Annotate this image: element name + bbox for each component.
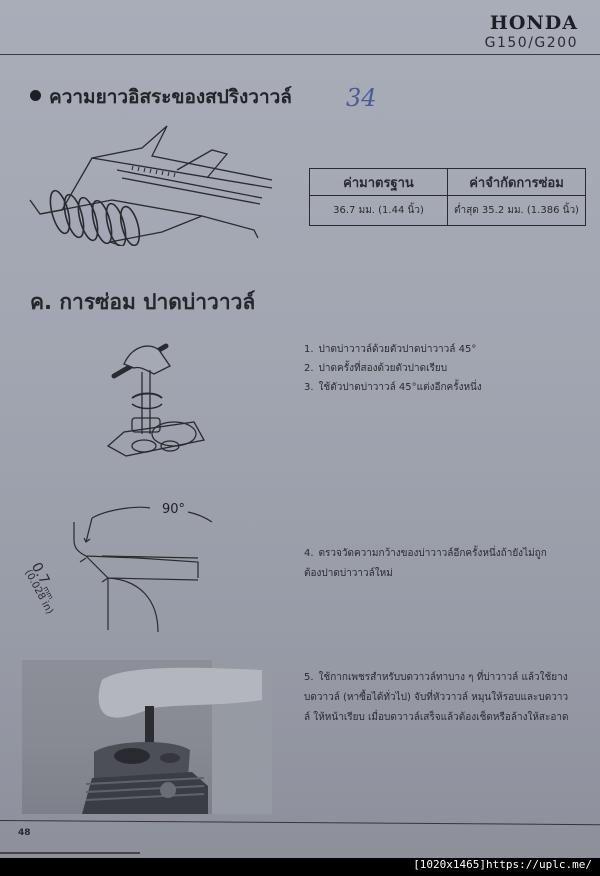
cell-standard-value: 36.7 มม. (1.44 นิ้ว) <box>309 195 448 226</box>
angle-label: 90° <box>162 502 186 517</box>
model-name: G150/G200 <box>484 35 578 51</box>
brand-name: HONDA <box>489 12 578 34</box>
header-service-limit: ค่าจำกัดการซ่อม <box>447 168 586 196</box>
step-4: 4.ตรวจวัดความกว้างของบ่าวาวล์อีกครั้งหนึ… <box>304 548 547 579</box>
spec-table: ค่ามาตรฐาน ค่าจำกัดการซ่อม 36.7 มม. (1.4… <box>309 168 586 226</box>
section-heading-spring-length: ความยาวอิสระของสปริงวาวล์ <box>30 82 292 112</box>
section1-title: ความยาวอิสระของสปริงวาวล์ <box>49 86 292 108</box>
watermark-text: [1020x1465]https://uplc.me/ <box>413 858 592 871</box>
header-standard-value: ค่ามาตรฐาน <box>309 168 448 196</box>
valve-seat-cutter-icon <box>106 343 205 457</box>
header-rule <box>0 54 600 55</box>
handwritten-note: 34 <box>346 84 377 112</box>
step-1: 1.ปาดบ่าวาวล์ด้วยตัวปาดบ่าวาวล์ 45° <box>304 344 477 355</box>
footer-rule <box>0 820 600 826</box>
brand-block: HONDA G150/G200 <box>485 12 578 51</box>
manual-page: HONDA G150/G200 ความยาวอิสระของสปริงวาวล… <box>0 0 600 858</box>
step-3: 3.ใช้ตัวปาดบ่าวาวล์ 45°แต่งอีกครั้งหนึ่ง <box>304 382 482 393</box>
table-header-row: ค่ามาตรฐาน ค่าจำกัดการซ่อม <box>309 168 586 196</box>
table-row: 36.7 มม. (1.44 นิ้ว) ต่ำสุด 35.2 มม. (1.… <box>309 195 586 226</box>
valve-lapping-photo <box>22 660 272 814</box>
step-5: 5.ใช้กากเพชรสำหรับบดวาวล์ทาบาง ๆ ที่บ่าว… <box>304 672 569 723</box>
bullet-icon <box>30 90 41 101</box>
caliper-measuring-spring-icon <box>29 125 273 246</box>
section2-title: ค. การซ่อม ปาดบ่าวาวล์ <box>30 290 256 314</box>
steps-1-3: 1.ปาดบ่าวาวล์ด้วยตัวปาดบ่าวาวล์ 45° 2.ปา… <box>304 340 482 397</box>
valve-seat-angle-diagram: 90° 0.7 mm (0.028 in) <box>22 500 230 635</box>
cell-service-limit: ต่ำสุด 35.2 มม. (1.386 นิ้ว) <box>447 195 586 226</box>
page-number: 48 <box>18 828 31 838</box>
step-2: 2.ปาดครั้งที่สองด้วยตัวปาดเรียบ <box>304 363 448 374</box>
page-edge <box>0 852 140 854</box>
